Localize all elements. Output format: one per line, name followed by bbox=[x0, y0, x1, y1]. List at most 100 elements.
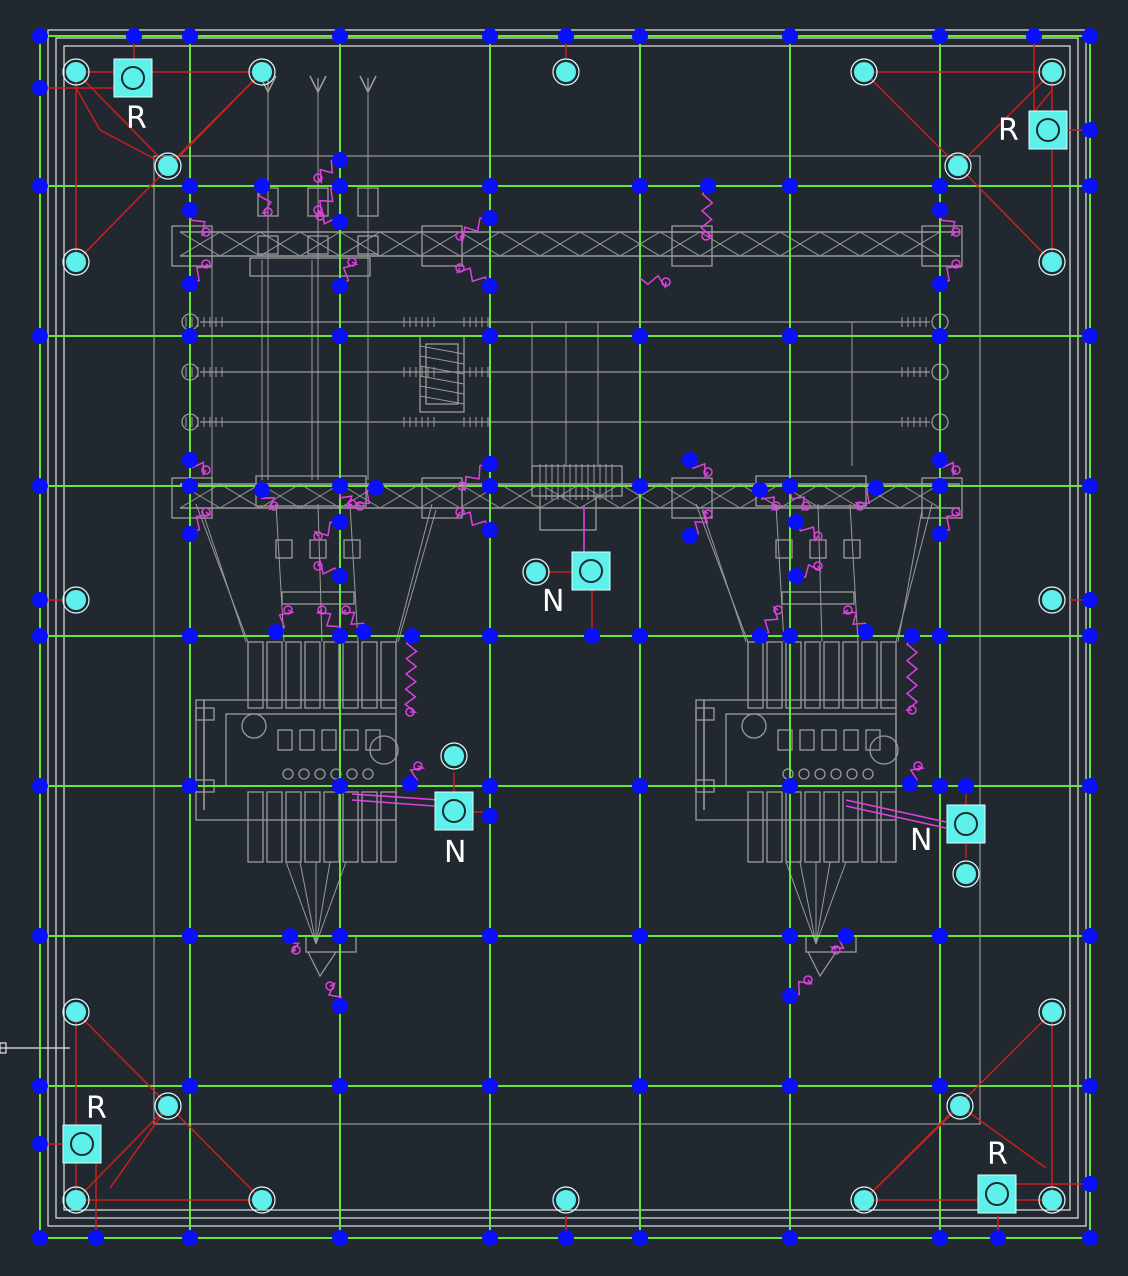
grid-node bbox=[932, 276, 948, 292]
equipment-line bbox=[285, 861, 317, 945]
grid-node bbox=[332, 1230, 348, 1246]
equipment-frame bbox=[865, 729, 881, 751]
equipment-line bbox=[379, 231, 421, 257]
red-connector bbox=[99, 129, 169, 167]
grid-node bbox=[932, 178, 948, 194]
grid-node bbox=[332, 328, 348, 344]
grid-node bbox=[182, 1230, 198, 1246]
grid-node bbox=[182, 778, 198, 794]
grid-node bbox=[482, 808, 498, 824]
grid-node bbox=[1082, 28, 1098, 44]
equipment-line bbox=[259, 231, 301, 257]
grid-node bbox=[332, 478, 348, 494]
grid-node bbox=[126, 28, 142, 44]
equipment-line bbox=[539, 231, 581, 257]
lead-terminal bbox=[201, 259, 211, 269]
equipment-line bbox=[799, 861, 817, 945]
equipment-frame bbox=[321, 729, 337, 751]
ground-rod bbox=[556, 1190, 576, 1210]
grid-node bbox=[1082, 122, 1098, 138]
equipment-frame bbox=[361, 791, 378, 863]
grid-node bbox=[958, 778, 974, 794]
equipment-line bbox=[419, 395, 465, 405]
test-box bbox=[571, 551, 611, 591]
equipment-circle bbox=[846, 768, 858, 780]
equipment-frame bbox=[421, 225, 463, 267]
grid-node bbox=[32, 1078, 48, 1094]
boundary-line bbox=[55, 37, 1079, 1219]
equipment-frame bbox=[343, 729, 359, 751]
grid-node bbox=[932, 1230, 948, 1246]
lead-terminal bbox=[313, 531, 323, 541]
equipment-frame bbox=[880, 791, 897, 863]
grid-node bbox=[32, 178, 48, 194]
neutral-reactor bbox=[807, 951, 837, 978]
equipment-line bbox=[275, 503, 285, 643]
lead-terminal bbox=[325, 981, 335, 991]
lead-terminal bbox=[951, 465, 961, 475]
ground-rod bbox=[526, 562, 546, 582]
equipment-line bbox=[819, 231, 861, 257]
equipment-line bbox=[775, 503, 785, 643]
grid-node bbox=[1082, 628, 1098, 644]
grid-node bbox=[932, 28, 948, 44]
equipment-frame bbox=[671, 225, 713, 267]
grid-node bbox=[332, 928, 348, 944]
equipment-frame bbox=[361, 641, 378, 709]
lead-terminal bbox=[283, 605, 293, 615]
ground-rod-ring bbox=[248, 1186, 276, 1214]
lead-terminal bbox=[951, 227, 961, 237]
equipment-frame bbox=[357, 187, 379, 217]
grid-node bbox=[932, 478, 948, 494]
grid-node bbox=[1026, 28, 1042, 44]
neutral-reactor bbox=[307, 951, 337, 978]
grid-node bbox=[932, 526, 948, 542]
grid-node bbox=[868, 480, 884, 496]
equipment-frame bbox=[804, 641, 821, 709]
ground-rod bbox=[1042, 590, 1062, 610]
ground-rod-ring bbox=[248, 58, 276, 86]
ground-rod bbox=[66, 252, 86, 272]
boundary-line bbox=[63, 45, 1071, 1211]
grid-node bbox=[182, 526, 198, 542]
equipment-frame bbox=[781, 591, 855, 605]
grid-node bbox=[632, 1078, 648, 1094]
grid-node bbox=[782, 28, 798, 44]
equipment-frame bbox=[195, 707, 215, 721]
grid-node bbox=[752, 628, 768, 644]
lead-terminal bbox=[317, 605, 327, 615]
lead-terminal bbox=[347, 257, 357, 267]
lead-terminal bbox=[201, 465, 211, 475]
equipment-line bbox=[195, 503, 249, 643]
grid-node bbox=[782, 178, 798, 194]
ground-rod-ring bbox=[946, 1092, 974, 1120]
grid-node bbox=[1082, 778, 1098, 794]
equipment-frame bbox=[266, 791, 283, 863]
grid-node bbox=[482, 1230, 498, 1246]
ground-rod bbox=[444, 746, 464, 766]
grid-node bbox=[782, 478, 798, 494]
grid-node bbox=[88, 1230, 104, 1246]
grid-node bbox=[632, 478, 648, 494]
equipment-circle bbox=[782, 768, 794, 780]
grid-node bbox=[32, 478, 48, 494]
equipment-frame bbox=[539, 495, 597, 531]
grid-node bbox=[32, 28, 48, 44]
equipment-frame bbox=[299, 729, 315, 751]
grid-node bbox=[932, 452, 948, 468]
ground-rod-ring bbox=[62, 998, 90, 1026]
equipment-frame bbox=[247, 641, 264, 709]
grid-node bbox=[182, 628, 198, 644]
equipment-frame bbox=[257, 235, 279, 255]
grid-node bbox=[332, 568, 348, 584]
equipment-circle bbox=[741, 713, 767, 739]
red-connector bbox=[957, 71, 1053, 167]
equipment-frame bbox=[747, 641, 764, 709]
grid-node bbox=[482, 210, 498, 226]
ground-rod-ring bbox=[944, 152, 972, 180]
lead-terminal bbox=[201, 507, 211, 517]
grid-node bbox=[182, 478, 198, 494]
equipment-frame bbox=[921, 225, 963, 267]
equipment-frame bbox=[357, 235, 379, 255]
